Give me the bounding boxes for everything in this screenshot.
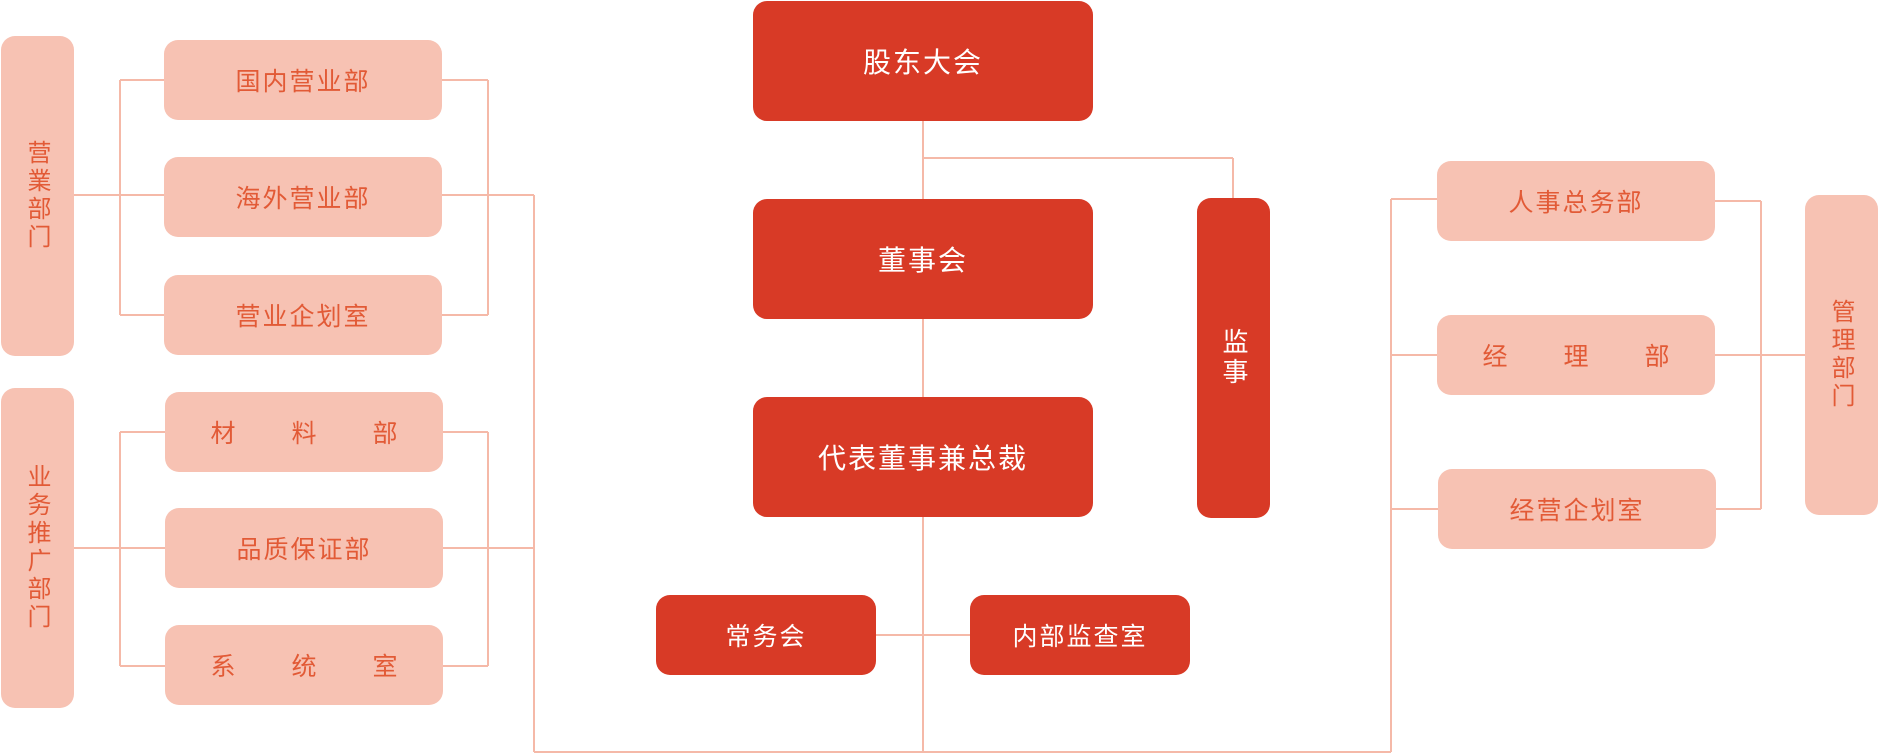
management-group-label: 管理部门 <box>1827 299 1855 411</box>
domestic-sales-label: 国内营业部 <box>235 67 371 96</box>
promotion-group-box: 业务推广部门 <box>1 388 74 708</box>
quality-assurance-label: 品质保证部 <box>236 535 372 564</box>
shareholders-meeting-label: 股东大会 <box>862 46 983 79</box>
shareholders-meeting-box: 股东大会 <box>753 1 1093 121</box>
systems-office-box: 系 统 室 <box>165 625 443 705</box>
internal-audit-office-box: 内部监查室 <box>970 595 1190 675</box>
standing-committee-box: 常务会 <box>656 595 876 675</box>
hr-general-affairs-label: 人事总务部 <box>1508 188 1644 217</box>
quality-assurance-box: 品质保证部 <box>165 508 443 588</box>
auditor-label: 监事 <box>1218 328 1248 388</box>
board-of-directors-label: 董事会 <box>877 244 968 277</box>
systems-office-label: 系 统 室 <box>210 652 422 681</box>
hr-general-affairs-box: 人事总务部 <box>1437 161 1715 241</box>
sales-planning-box: 营业企划室 <box>164 275 442 355</box>
sales-planning-label: 营业企划室 <box>235 302 371 331</box>
overseas-sales-label: 海外营业部 <box>235 184 371 213</box>
sales-group-box: 营業部门 <box>1 36 74 356</box>
management-group-box: 管理部门 <box>1805 195 1878 515</box>
standing-committee-label: 常务会 <box>725 622 807 651</box>
materials-dept-box: 材 料 部 <box>165 392 443 472</box>
overseas-sales-box: 海外营业部 <box>164 157 442 237</box>
accounting-dept-box: 经 理 部 <box>1437 315 1715 395</box>
auditor-box: 监事 <box>1197 198 1270 518</box>
materials-dept-label: 材 料 部 <box>210 419 422 448</box>
promotion-group-label: 业务推广部门 <box>23 464 51 632</box>
domestic-sales-box: 国内营业部 <box>164 40 442 120</box>
representative-director-president-box: 代表董事兼总裁 <box>753 397 1093 517</box>
internal-audit-office-label: 内部监查室 <box>1012 622 1148 651</box>
board-of-directors-box: 董事会 <box>753 199 1093 319</box>
representative-director-president-label: 代表董事兼总裁 <box>817 442 1028 475</box>
business-planning-box: 经营企划室 <box>1438 469 1716 549</box>
accounting-dept-label: 经 理 部 <box>1482 342 1694 371</box>
sales-group-label: 营業部门 <box>23 140 51 252</box>
business-planning-label: 经营企划室 <box>1509 496 1645 525</box>
